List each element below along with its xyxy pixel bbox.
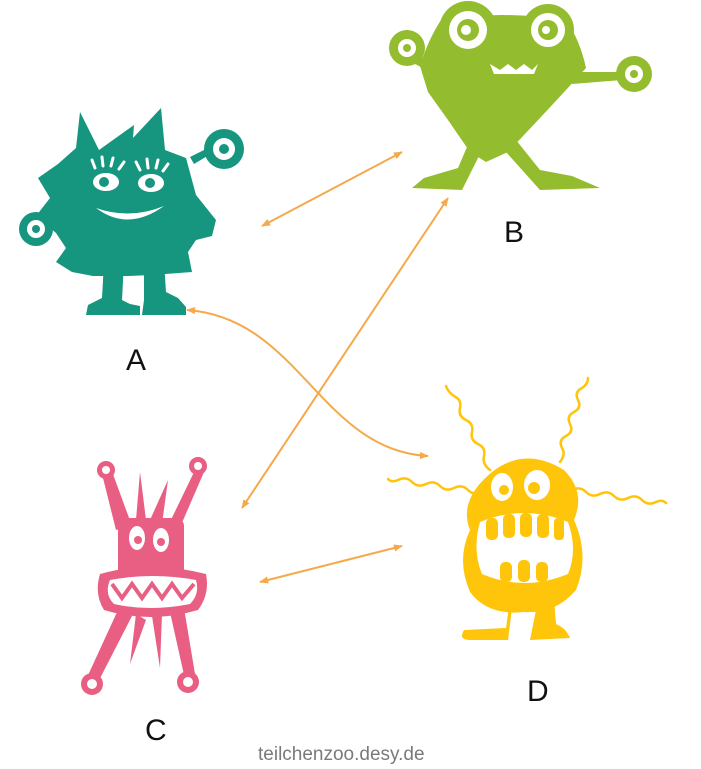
label-c: C [145, 714, 167, 748]
source-credit: teilchenzoo.desy.de [258, 744, 425, 766]
label-a: A [126, 344, 146, 378]
label-b: B [504, 216, 524, 250]
arrow-a-b [262, 152, 402, 226]
arrow-c-d [260, 546, 402, 582]
label-d: D [527, 675, 549, 709]
monster-c-icon [81, 457, 207, 695]
monster-b-icon [389, 1, 652, 190]
arrow-b-c [242, 198, 448, 508]
monster-a-icon [19, 108, 244, 315]
arrow-a-d [187, 310, 428, 456]
